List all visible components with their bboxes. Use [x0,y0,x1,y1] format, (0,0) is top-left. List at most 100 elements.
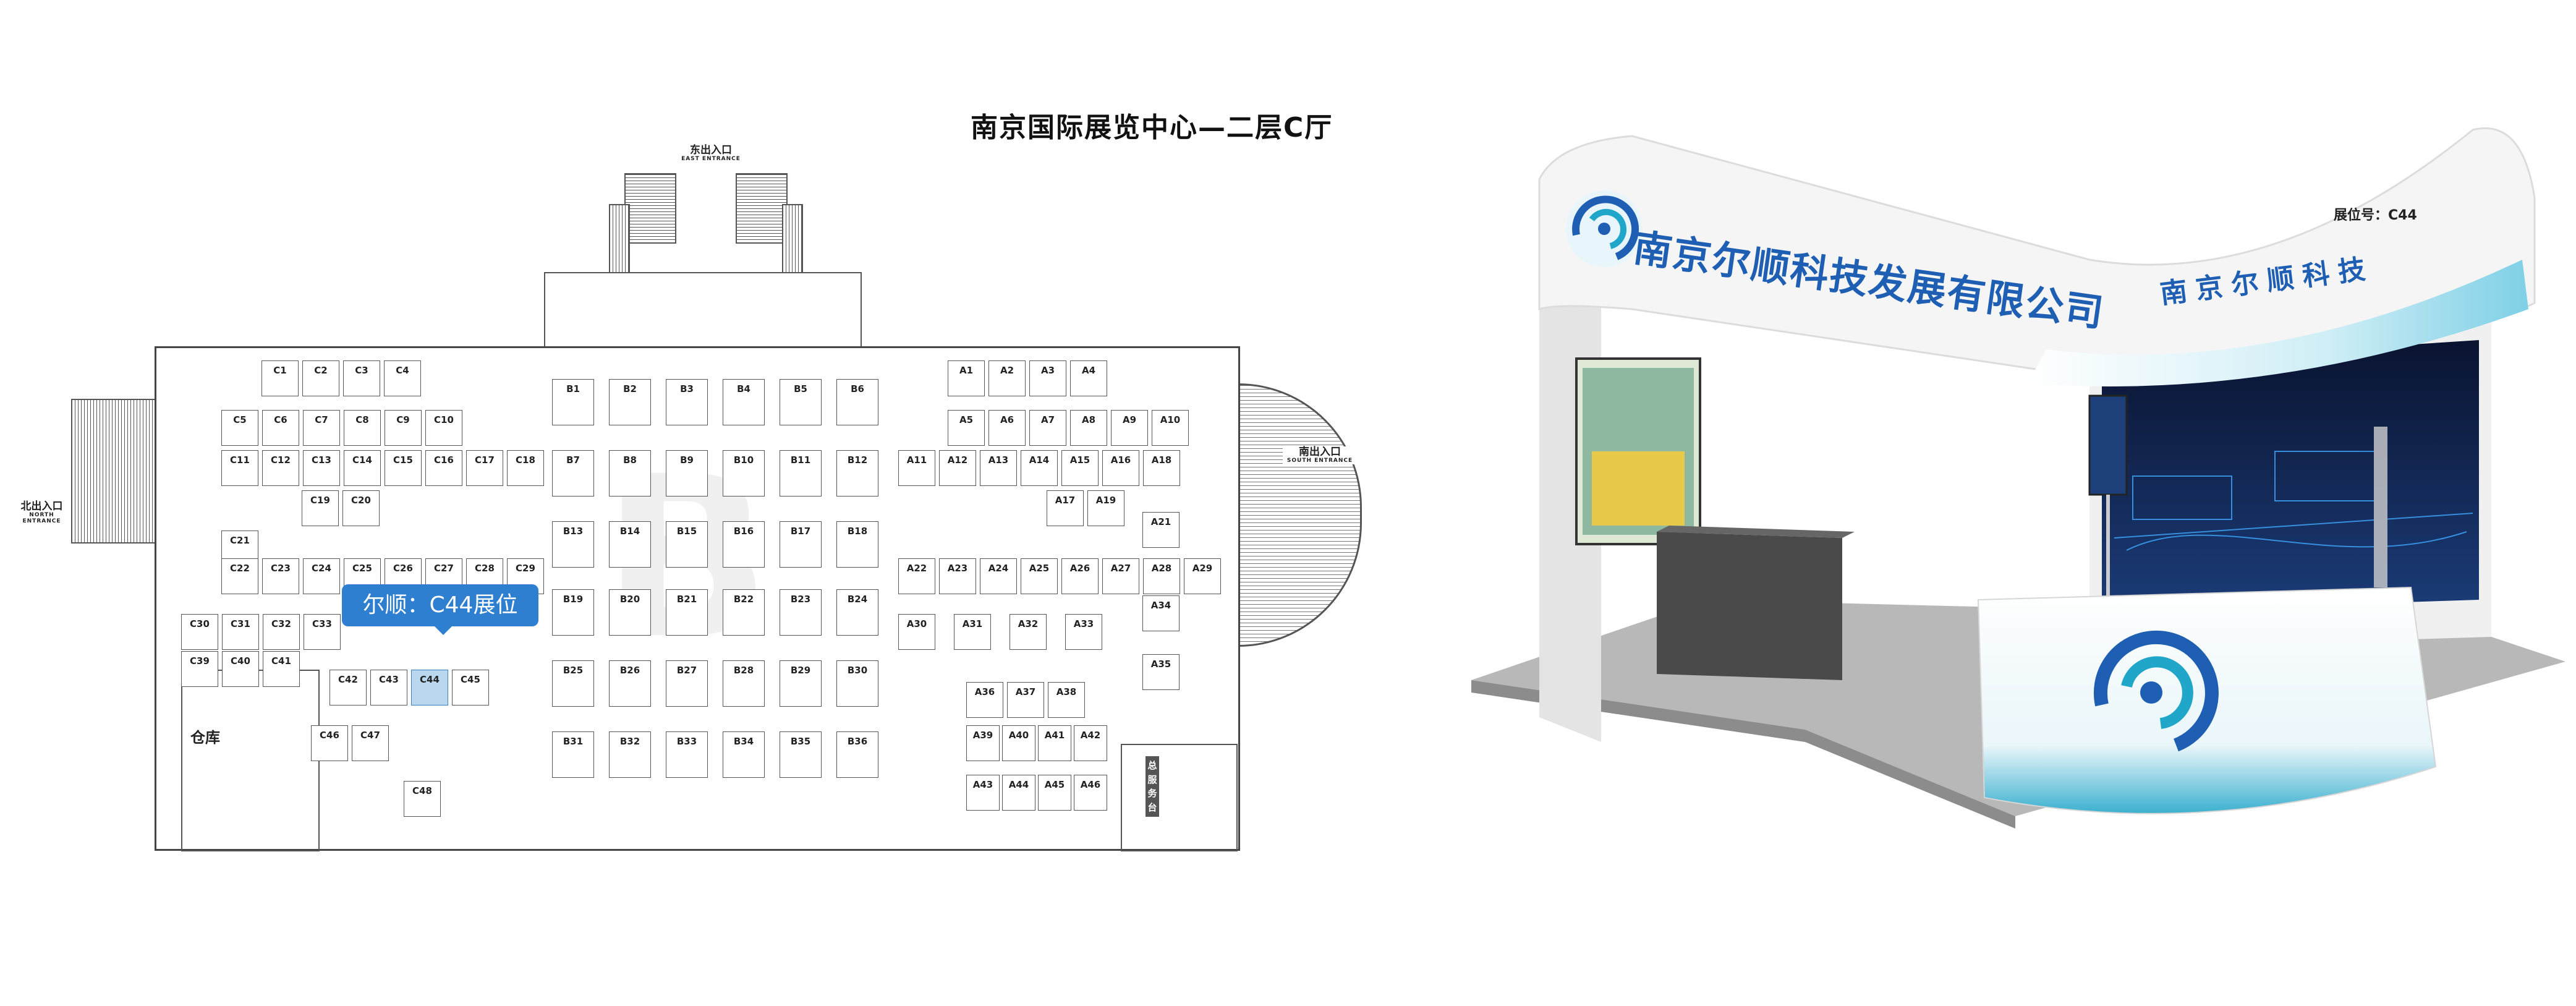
booth-a18[interactable]: A18 [1143,450,1180,486]
booth-b5[interactable]: B5 [780,379,822,425]
booth-a12[interactable]: A12 [939,450,976,486]
booth-c15[interactable]: C15 [385,450,422,486]
booth-c41[interactable]: C41 [263,651,300,687]
booth-b22[interactable]: B22 [723,589,765,636]
booth-a26[interactable]: A26 [1061,558,1099,594]
booth-a27[interactable]: A27 [1102,558,1139,594]
booth-b17[interactable]: B17 [780,521,822,568]
booth-c39[interactable]: C39 [181,651,218,687]
booth-b23[interactable]: B23 [780,589,822,636]
booth-c16[interactable]: C16 [425,450,462,486]
booth-a5[interactable]: A5 [948,410,985,446]
booth-a45[interactable]: A45 [1038,775,1071,811]
booth-a32[interactable]: A32 [1010,614,1047,650]
booth-a10[interactable]: A10 [1152,410,1189,446]
booth-c19[interactable]: C19 [302,490,339,526]
booth-a8[interactable]: A8 [1070,410,1107,446]
booth-a9[interactable]: A9 [1111,410,1148,446]
booth-b27[interactable]: B27 [666,660,708,707]
booth-a35[interactable]: A35 [1142,654,1180,690]
booth-c4[interactable]: C4 [384,360,421,396]
booth-c12[interactable]: C12 [262,450,299,486]
booth-b34[interactable]: B34 [723,731,765,778]
booth-a41[interactable]: A41 [1038,725,1071,761]
booth-a33[interactable]: A33 [1065,614,1102,650]
booth-c24[interactable]: C24 [303,558,340,594]
booth-a23[interactable]: A23 [939,558,976,594]
booth-b18[interactable]: B18 [836,521,878,568]
booth-a6[interactable]: A6 [988,410,1026,446]
booth-c7[interactable]: C7 [303,410,340,446]
booth-a21[interactable]: A21 [1142,512,1180,548]
booth-c20[interactable]: C20 [342,490,380,526]
booth-a25[interactable]: A25 [1021,558,1058,594]
booth-a4[interactable]: A4 [1070,360,1107,396]
booth-b11[interactable]: B11 [780,450,822,497]
booth-b6[interactable]: B6 [836,379,878,425]
booth-a39[interactable]: A39 [966,725,1000,761]
booth-a44[interactable]: A44 [1002,775,1035,811]
booth-b1[interactable]: B1 [552,379,594,425]
booth-b13[interactable]: B13 [552,521,594,568]
booth-c3[interactable]: C3 [343,360,380,396]
booth-a11[interactable]: A11 [898,450,935,486]
booth-c33[interactable]: C33 [304,614,341,650]
booth-c8[interactable]: C8 [344,410,381,446]
booth-c30[interactable]: C30 [181,614,218,650]
booth-a46[interactable]: A46 [1074,775,1107,811]
booth-c17[interactable]: C17 [466,450,503,486]
booth-a1[interactable]: A1 [948,360,985,396]
booth-b24[interactable]: B24 [836,589,878,636]
booth-a14[interactable]: A14 [1021,450,1058,486]
booth-a22[interactable]: A22 [898,558,935,594]
booth-a16[interactable]: A16 [1102,450,1139,486]
booth-c43[interactable]: C43 [370,670,407,705]
booth-a7[interactable]: A7 [1029,410,1066,446]
booth-a13[interactable]: A13 [980,450,1017,486]
booth-b14[interactable]: B14 [609,521,651,568]
booth-b21[interactable]: B21 [666,589,708,636]
booth-c1[interactable]: C1 [261,360,299,396]
booth-c6[interactable]: C6 [262,410,299,446]
booth-a29[interactable]: A29 [1184,558,1221,594]
booth-b3[interactable]: B3 [666,379,708,425]
booth-c18[interactable]: C18 [507,450,544,486]
booth-b16[interactable]: B16 [723,521,765,568]
booth-a2[interactable]: A2 [988,360,1026,396]
booth-c48[interactable]: C48 [404,781,441,817]
booth-a31[interactable]: A31 [954,614,991,650]
booth-c46[interactable]: C46 [311,725,348,761]
booth-b25[interactable]: B25 [552,660,594,707]
booth-a40[interactable]: A40 [1002,725,1035,761]
booth-b36[interactable]: B36 [836,731,878,778]
booth-c5[interactable]: C5 [221,410,258,446]
booth-c40[interactable]: C40 [222,651,259,687]
booth-b10[interactable]: B10 [723,450,765,497]
booth-b2[interactable]: B2 [609,379,651,425]
booth-c14[interactable]: C14 [344,450,381,486]
booth-c9[interactable]: C9 [385,410,422,446]
booth-c47[interactable]: C47 [352,725,389,761]
booth-b29[interactable]: B29 [780,660,822,707]
booth-c45[interactable]: C45 [452,670,489,705]
booth-b35[interactable]: B35 [780,731,822,778]
booth-b8[interactable]: B8 [609,450,651,497]
booth-c23[interactable]: C23 [262,558,299,594]
booth-c22[interactable]: C22 [221,558,258,594]
booth-c44[interactable]: C44 [411,670,448,705]
booth-b28[interactable]: B28 [723,660,765,707]
booth-c11[interactable]: C11 [221,450,258,486]
booth-a42[interactable]: A42 [1074,725,1107,761]
booth-c2[interactable]: C2 [302,360,339,396]
booth-a15[interactable]: A15 [1061,450,1099,486]
booth-c42[interactable]: C42 [329,670,367,705]
booth-b9[interactable]: B9 [666,450,708,497]
booth-a30[interactable]: A30 [898,614,935,650]
booth-b7[interactable]: B7 [552,450,594,497]
booth-a37[interactable]: A37 [1007,682,1044,718]
booth-b4[interactable]: B4 [723,379,765,425]
booth-b12[interactable]: B12 [836,450,878,497]
booth-c32[interactable]: C32 [263,614,300,650]
booth-a19[interactable]: A19 [1087,490,1124,526]
booth-b26[interactable]: B26 [609,660,651,707]
